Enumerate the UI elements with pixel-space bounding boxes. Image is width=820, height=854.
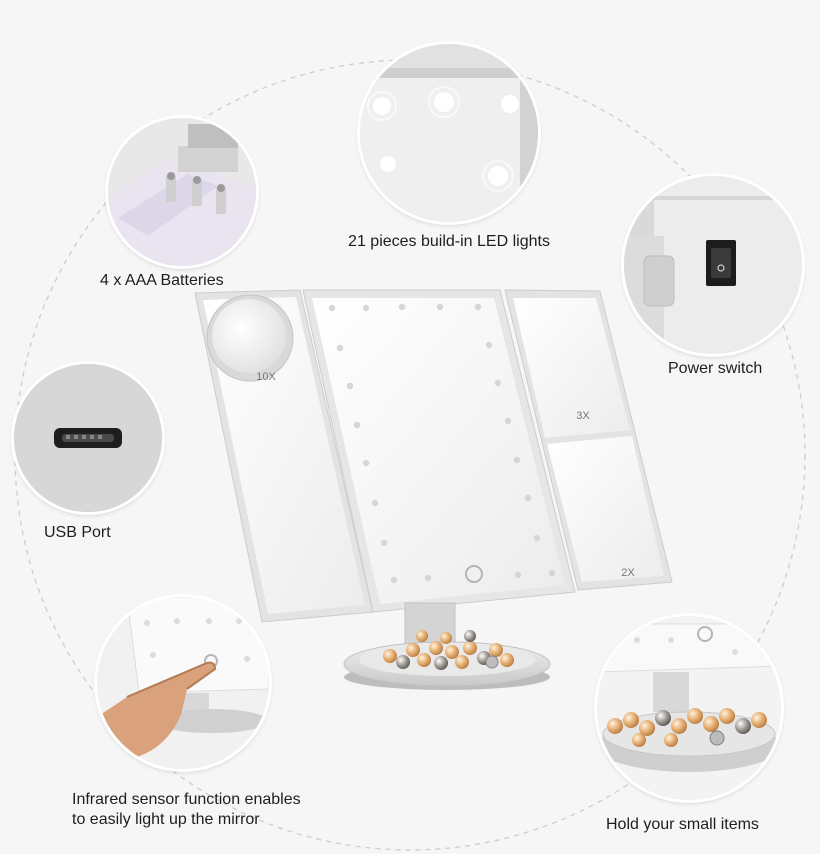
callout-power-switch bbox=[624, 176, 802, 354]
usb-port-icon bbox=[14, 364, 162, 512]
caption-batteries: 4 x AAA Batteries bbox=[100, 272, 224, 289]
touch-sensor-icon bbox=[97, 597, 269, 769]
magnify-3x-label: 3X bbox=[576, 410, 590, 422]
caption-storage-tray: Hold your small items bbox=[606, 816, 759, 833]
caption-led-lights: 21 pieces build-in LED lights bbox=[348, 233, 550, 250]
magnify-10x-label: 10X bbox=[256, 371, 276, 383]
touch-button-icon bbox=[465, 565, 483, 583]
led-dot-ring bbox=[328, 303, 556, 584]
right-panel-glass-bottom bbox=[547, 436, 664, 582]
storage-tray-icon bbox=[597, 616, 781, 800]
callout-batteries bbox=[108, 118, 256, 266]
led-lights-icon bbox=[360, 44, 538, 222]
caption-usb-port: USB Port bbox=[44, 524, 111, 541]
callout-storage-tray bbox=[597, 616, 781, 800]
callout-infrared-sensor bbox=[97, 597, 269, 769]
pearls-on-tray bbox=[383, 630, 514, 670]
caption-power-switch: Power switch bbox=[668, 360, 763, 377]
callout-usb-port bbox=[14, 364, 162, 512]
caption-infrared-line1: Infrared sensor function enables bbox=[72, 791, 301, 808]
magnifier-10x-glass bbox=[212, 299, 286, 373]
center-panel-glass bbox=[312, 298, 565, 604]
caption-infrared-line2: to easily light up the mirror bbox=[72, 811, 260, 828]
power-switch-icon bbox=[624, 176, 802, 354]
battery-compartment-icon bbox=[108, 118, 256, 266]
magnify-2x-label: 2X bbox=[621, 567, 635, 579]
right-panel-glass-top bbox=[513, 298, 630, 438]
callout-led-lights bbox=[360, 44, 538, 222]
